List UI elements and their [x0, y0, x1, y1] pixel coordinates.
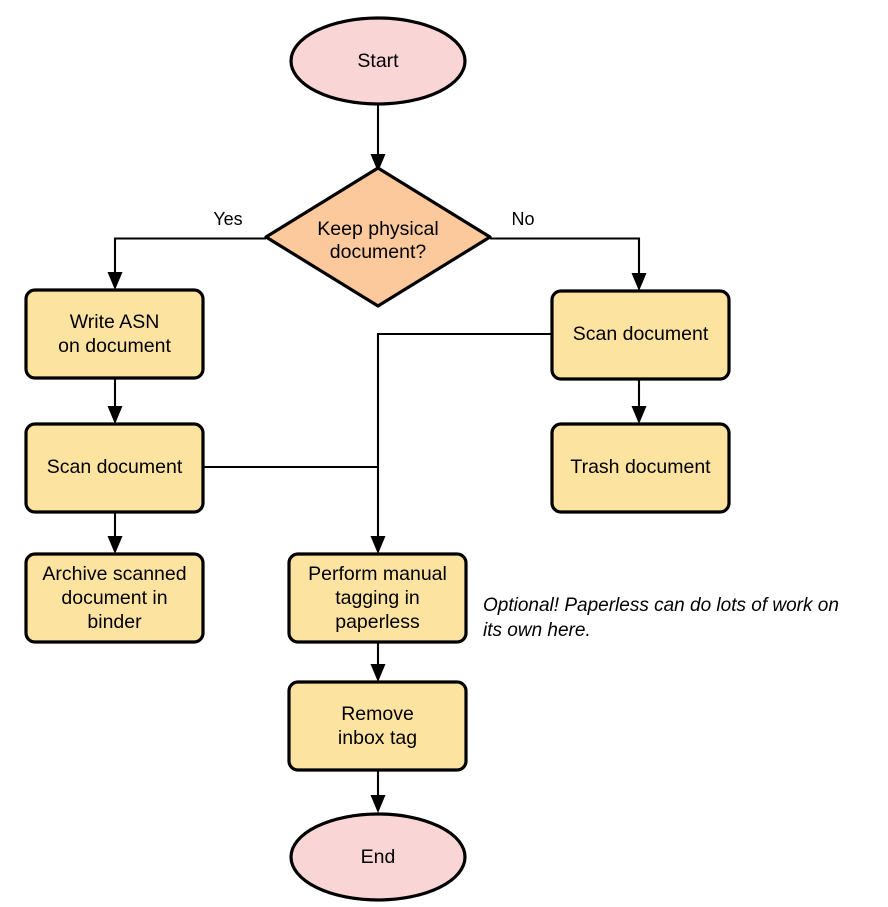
node-tagging-label-line1: Perform manual [308, 563, 447, 585]
edge-decision-no-to-scan-right: No [490, 209, 647, 291]
node-remove-inbox-label-line2: inbox tag [338, 727, 417, 749]
edge-write-asn-to-scan-left [107, 378, 123, 424]
node-start-label: Start [357, 50, 399, 72]
edge-tagging-to-remove-inbox [370, 642, 386, 682]
node-scan-document-right[interactable]: Scan document [550, 289, 731, 381]
node-end[interactable]: End [289, 812, 467, 902]
node-scan-right-label: Scan document [573, 323, 709, 345]
edge-start-to-decision [370, 102, 386, 172]
edge-scan-right-to-trash [631, 378, 647, 424]
node-write-asn-label-line2: on document [58, 335, 171, 357]
node-end-label: End [361, 846, 396, 868]
node-archive-label-line2: document in [61, 587, 167, 609]
node-decision-keep-physical-document[interactable]: Keep physical document? [264, 166, 492, 308]
annotation-optional-note: Optional! Paperless can do lots of work … [483, 595, 839, 641]
edge-label-yes: Yes [213, 209, 242, 229]
node-trash-label: Trash document [570, 456, 711, 478]
edge-label-no: No [511, 209, 534, 229]
node-scan-left-label: Scan document [47, 456, 183, 478]
edge-scan-right-to-tagging [370, 332, 552, 554]
node-decision-label-line2: document? [330, 241, 427, 263]
node-archive-scanned-document-in-binder[interactable]: Archive scanned document in binder [24, 552, 205, 644]
node-trash-document[interactable]: Trash document [550, 422, 731, 514]
node-remove-inbox-label-line1: Remove [341, 703, 414, 725]
node-tagging-label-line2: tagging in [335, 587, 420, 609]
node-scan-document-left[interactable]: Scan document [24, 422, 205, 514]
node-start[interactable]: Start [289, 16, 467, 106]
edge-decision-yes-to-write-asn: Yes [107, 209, 266, 290]
node-write-asn-label-line1: Write ASN [70, 311, 160, 333]
node-archive-label-line3: binder [87, 611, 142, 633]
edge-scan-left-to-archive [107, 511, 123, 554]
node-perform-manual-tagging-in-paperless[interactable]: Perform manual tagging in paperless [287, 552, 468, 644]
node-write-asn-on-document[interactable]: Write ASN on document [24, 288, 205, 380]
node-archive-label-line1: Archive scanned [42, 563, 186, 585]
edge-remove-inbox-to-end [370, 770, 386, 813]
node-remove-inbox-tag[interactable]: Remove inbox tag [287, 680, 468, 772]
node-decision-label-line1: Keep physical [317, 218, 438, 240]
annotation-line1: Optional! Paperless can do lots of work … [483, 595, 839, 616]
node-tagging-label-line3: paperless [335, 611, 420, 633]
annotation-line2: its own here. [483, 620, 591, 641]
